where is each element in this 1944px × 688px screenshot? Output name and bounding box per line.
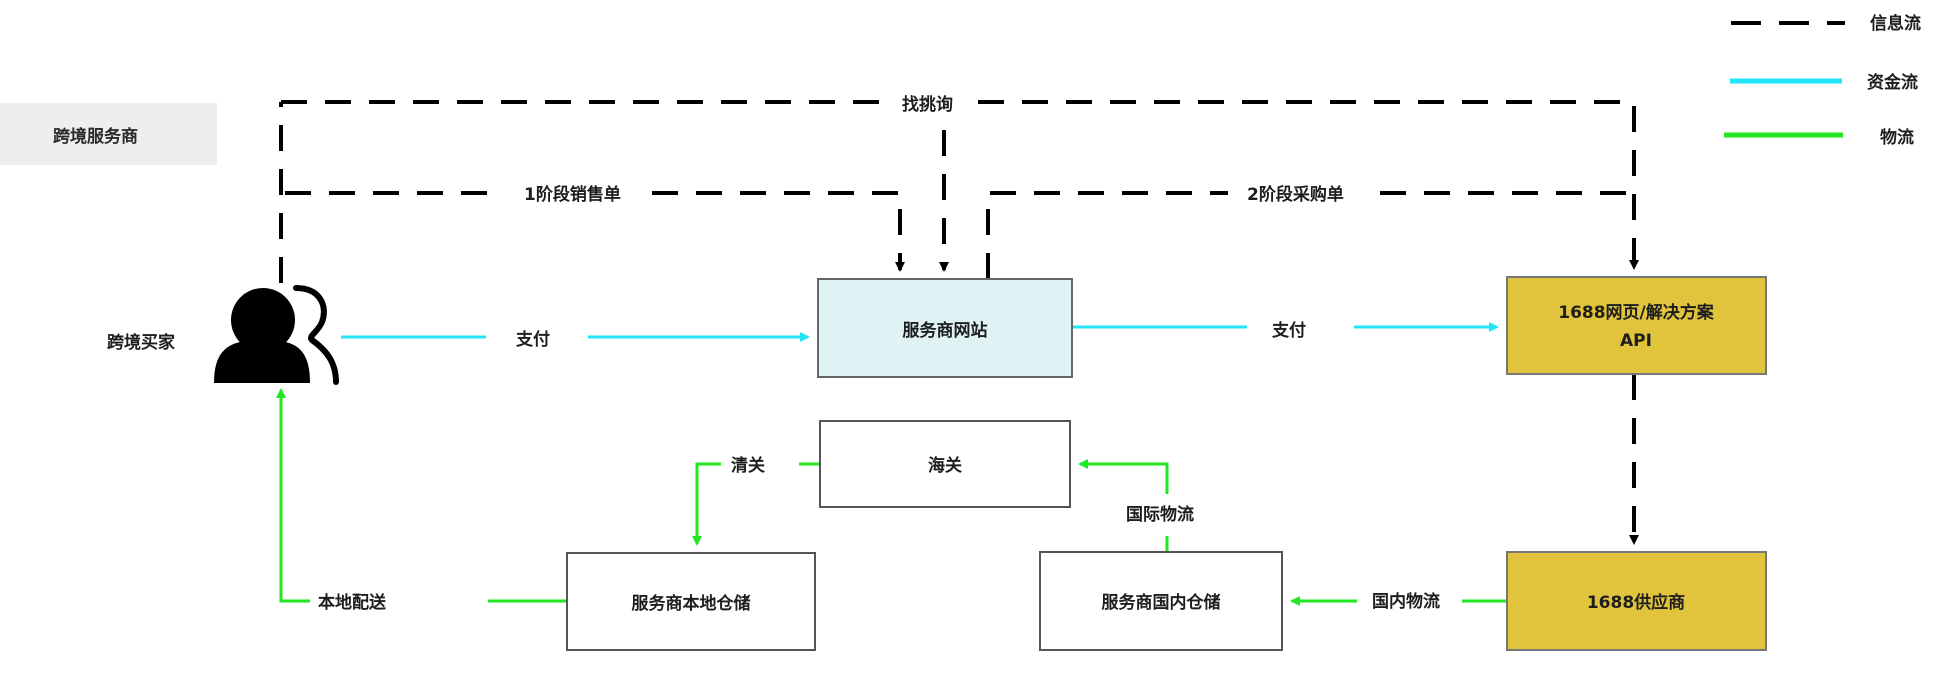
edge-stage1-label: 1阶段销售单 [524, 184, 621, 205]
node-website-label: 服务商网站 [903, 320, 988, 341]
node-local-warehouse-label: 服务商本地仓储 [632, 593, 751, 614]
legend: 信息流 资金流 物流 [1724, 13, 1921, 148]
edge-stage2-left [986, 191, 1228, 279]
edge-local-delivery-left [276, 388, 310, 603]
service-provider-group-label: 跨境服务商 [53, 126, 138, 147]
buyer-actor[interactable]: 跨境买家 [107, 285, 339, 385]
node-customs[interactable]: 海关 [819, 420, 1071, 508]
legend-info-label: 信息流 [1870, 13, 1921, 34]
node-local-warehouse[interactable]: 服务商本地仓储 [566, 552, 816, 651]
edge-pay-website-label: 支付 [1272, 320, 1306, 341]
edge-pay-buyer-label: 支付 [516, 329, 550, 350]
edge-intl-top [1078, 459, 1169, 494]
edge-domestic-label: 国内物流 [1372, 591, 1440, 612]
edge-browse-label: 找挑询 [902, 94, 953, 115]
node-supplier-label: 1688供应商 [1587, 592, 1685, 613]
node-customs-label: 海关 [928, 455, 962, 476]
buyer-label: 跨境买家 [107, 332, 175, 353]
node-api-label-line1: 1688网页/解决方案 [1558, 302, 1715, 323]
edge-local-delivery-label: 本地配送 [318, 592, 387, 613]
node-api-label-line2: API [1620, 331, 1652, 351]
node-domestic-warehouse-label: 服务商国内仓储 [1102, 592, 1221, 613]
edge-clearance-label: 清关 [731, 455, 765, 476]
edge-stage2-label: 2阶段采购单 [1247, 184, 1344, 205]
edge-intl-label: 国际物流 [1126, 504, 1194, 525]
node-domestic-warehouse[interactable]: 服务商国内仓储 [1039, 551, 1283, 651]
service-provider-group-box [0, 103, 217, 165]
legend-money-label: 资金流 [1867, 72, 1918, 93]
money-flow-edges [341, 322, 1499, 342]
node-website[interactable]: 服务商网站 [817, 278, 1073, 378]
node-supplier[interactable]: 1688供应商 [1506, 551, 1767, 651]
legend-logistics-label: 物流 [1880, 127, 1914, 148]
logistics-flow-edges [276, 388, 1507, 606]
users-icon [214, 285, 339, 385]
node-api[interactable]: 1688网页/解决方案 API [1506, 276, 1767, 375]
info-flow-edges [279, 100, 1639, 545]
edge-clearance-left [692, 462, 721, 546]
edge-stage1-right [652, 191, 905, 272]
edge-top-line-right [978, 100, 1639, 270]
